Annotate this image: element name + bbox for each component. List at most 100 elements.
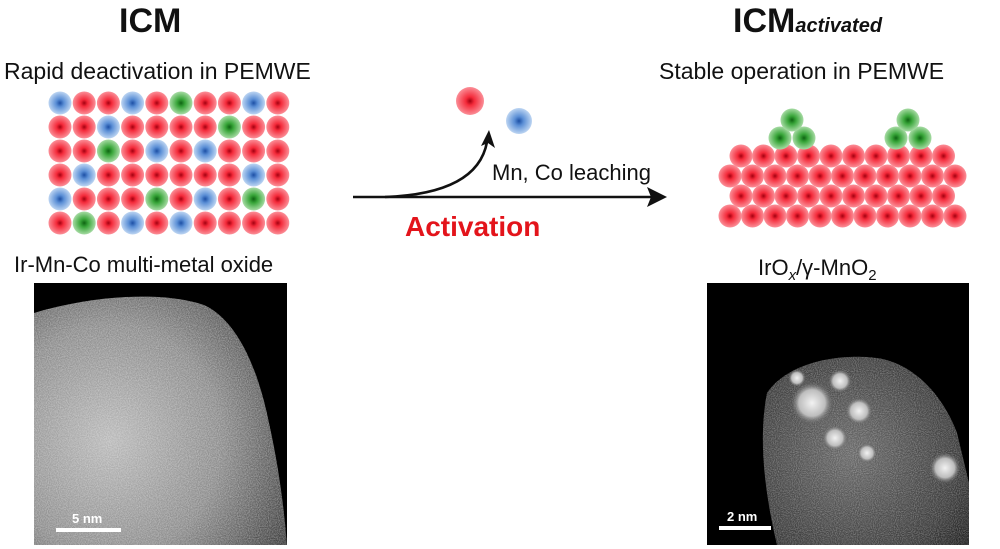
mn-atom xyxy=(48,91,72,115)
ir-atom xyxy=(898,204,922,228)
ir-atom xyxy=(217,91,241,115)
ir-atom xyxy=(786,204,809,228)
ir-atom xyxy=(741,204,764,228)
leached-mn-atom xyxy=(506,108,532,134)
ir-atom xyxy=(808,204,832,228)
ir-atom xyxy=(48,211,72,235)
ir-atom xyxy=(96,187,120,211)
ir-atom xyxy=(169,115,193,139)
co-atom xyxy=(780,108,804,132)
ir-atom xyxy=(145,211,169,235)
mn-atom xyxy=(121,91,145,115)
ir-atom xyxy=(266,139,290,163)
activated-structure xyxy=(718,108,967,228)
ir-atom xyxy=(853,204,877,228)
ir-atom xyxy=(242,115,266,139)
mn-atom xyxy=(48,187,72,211)
mn-atom xyxy=(72,163,96,187)
ir-atom xyxy=(217,163,241,187)
icm-scale-label: 5 nm xyxy=(72,511,103,526)
ir-atom xyxy=(763,164,787,188)
ir-atom xyxy=(169,139,193,163)
nanoparticle xyxy=(822,425,848,451)
ir-atom xyxy=(121,163,145,187)
ir-atom xyxy=(96,163,120,187)
activated-tem-texture xyxy=(707,283,969,545)
ir-atom xyxy=(887,144,910,168)
ir-atom xyxy=(752,144,775,168)
icm-activated-title-sub: activated xyxy=(795,15,883,37)
ir-atom xyxy=(72,139,96,163)
nanoparticle xyxy=(857,443,877,463)
ir-atom xyxy=(72,187,96,211)
mn-atom xyxy=(193,139,217,163)
ir-atom xyxy=(266,115,290,139)
icm-activated-subtitle: Stable operation in PEMWE xyxy=(659,58,945,84)
ir-atom xyxy=(121,115,145,139)
ir-atom xyxy=(48,115,72,139)
leaching-label: Mn, Co leaching xyxy=(492,160,651,185)
ir-atom xyxy=(864,184,888,208)
ir-atom xyxy=(729,184,753,208)
mn-atom xyxy=(169,211,193,235)
ir-atom xyxy=(266,211,290,235)
ir-atom xyxy=(932,184,955,208)
icm-tem-texture xyxy=(34,283,287,545)
co-atom xyxy=(792,126,816,150)
ir-atom xyxy=(819,184,843,208)
mn-atom xyxy=(242,91,266,115)
ir-atom xyxy=(876,204,899,228)
ir-atom xyxy=(121,139,145,163)
ir-atom xyxy=(752,184,775,208)
ir-atom xyxy=(909,184,933,208)
co-atom xyxy=(242,187,266,211)
ir-atom xyxy=(786,164,809,188)
nanoparticle xyxy=(790,381,834,425)
co-atom xyxy=(908,126,932,150)
mn-atom xyxy=(121,211,145,235)
ir-atom xyxy=(217,139,241,163)
activation-label: Activation xyxy=(405,211,541,242)
ir-atom xyxy=(48,163,72,187)
ir-atom xyxy=(774,144,798,168)
ir-atom xyxy=(169,187,193,211)
ir-atom xyxy=(819,144,843,168)
ir-atom xyxy=(797,184,820,208)
nanoparticle xyxy=(788,369,806,387)
ir-atom xyxy=(741,164,764,188)
co-atom xyxy=(896,108,920,132)
ir-atom xyxy=(932,144,955,168)
ir-atom xyxy=(887,184,910,208)
icm-subtitle: Rapid deactivation in PEMWE xyxy=(4,58,311,84)
icm-activated-title-main: ICM xyxy=(733,2,796,40)
icm-lattice xyxy=(48,91,290,235)
leaching-arrow-head xyxy=(481,130,495,148)
ir-atom xyxy=(217,187,241,211)
nanoparticle xyxy=(845,397,873,425)
co-atom xyxy=(169,91,193,115)
ir-atom xyxy=(831,164,854,188)
co-atom xyxy=(145,187,169,211)
ir-atom xyxy=(774,184,798,208)
co-atom xyxy=(217,115,241,139)
material-sub-2: 2 xyxy=(868,267,877,284)
material-sub-1: x xyxy=(788,267,797,284)
ir-atom xyxy=(921,204,944,228)
ir-atom xyxy=(842,184,865,208)
ir-atom xyxy=(853,164,877,188)
ir-atom xyxy=(266,163,290,187)
icm-material-label: Ir-Mn-Co multi-metal oxide xyxy=(14,252,274,277)
ir-atom xyxy=(729,144,753,168)
ir-atom xyxy=(96,91,120,115)
ir-atom xyxy=(193,163,217,187)
ir-atom xyxy=(193,91,217,115)
mn-atom xyxy=(242,163,266,187)
ir-atom xyxy=(193,115,217,139)
ir-atom xyxy=(718,164,742,188)
mn-atom xyxy=(96,115,120,139)
icm-scale-bar xyxy=(56,528,121,532)
center-arrows xyxy=(353,87,667,207)
ir-atom xyxy=(266,187,290,211)
ir-atom xyxy=(48,139,72,163)
material-part-2: /γ-MnO xyxy=(796,255,869,280)
